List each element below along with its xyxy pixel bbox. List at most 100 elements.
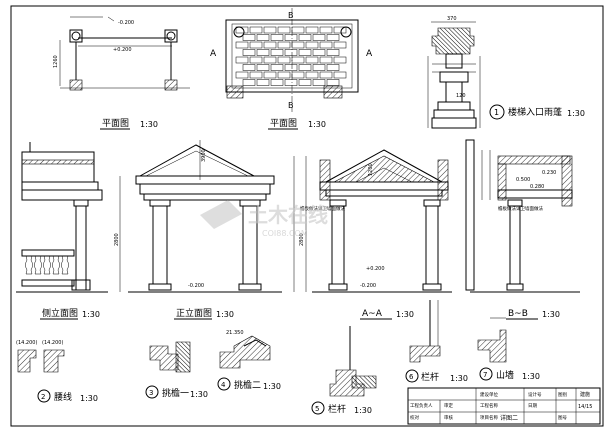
detail-6-title: 栏杆 [421,371,439,383]
section-bb-note: 檐板做法详卫墙面做法 [498,205,543,212]
paving-tile [291,41,305,49]
paving-tile [333,41,347,49]
tb-label-date: 日期 [528,403,537,409]
detail-4-eave-2: 21.350 4 挑檐二 1:30 [217,330,281,391]
paving-tile [263,56,277,64]
paving-tile [333,56,347,64]
plan-level-2: +0.200 [113,47,132,53]
detail-3-scale: 1:30 [190,390,208,399]
baluster [52,255,60,275]
paving-tile [284,49,298,56]
detail-4-title: 挑檐二 [234,379,261,391]
plan-2-scale: 1:30 [308,120,326,129]
plan-2-title: 平面图 [270,118,297,129]
paving-tile [263,26,277,34]
detail-7-scale: 1:30 [522,372,540,381]
front-elevation-dim: 3900 [201,149,207,162]
paving-tile [256,49,270,56]
section-aa-level-1: -0.200 [360,283,376,289]
baluster [34,255,42,275]
paving-tile [242,64,256,71]
detail-2-waistline: (14.200) (14.200) 2 腰线 1:30 [16,340,98,403]
paving-tile [312,79,326,86]
paving-tile [249,56,263,64]
paving-tile [249,26,263,34]
paving-tile [333,71,347,79]
paving-tile [284,34,298,41]
section-b-b: 0.500 0.280 0.230 檐板做法详卫墙面做法 B~B 1:30 [465,139,580,320]
tb-label-check: 校对 [410,414,419,421]
paving-tile [235,26,249,34]
paving-tile [312,34,326,41]
detail-5-number: 5 [315,405,319,413]
tb-drawing-name: 详图二 [500,414,518,422]
front-elevation-scale: 1:30 [216,310,234,319]
detail-6-railing: 6 栏杆 1:30 [405,300,468,383]
detail-4-number: 4 [221,381,226,389]
paving-tile [256,79,270,86]
plan-dim-side: 1260 [53,55,59,68]
detail-5-railing: 5 栏杆 1:30 [311,326,377,415]
front-elevation-level: -0.200 [188,283,204,289]
paving-tile [270,34,284,41]
baluster [43,255,51,275]
section-marker-b-top: B [288,11,294,20]
front-elevation: 2800 3900 -0.200 正立面图 1:30 [114,140,282,320]
paving-tile [270,49,284,56]
paving-tile [242,79,256,86]
detail-1-scale: 1:30 [567,109,585,118]
plan-1-scale: 1:30 [140,120,158,129]
paving-tile [256,64,270,71]
detail-4-scale: 1:30 [263,382,281,391]
detail-2-title: 腰线 [54,391,72,403]
paving-tile [305,41,319,49]
watermark-cn: 土木在线 [248,203,328,227]
paving-tile [242,34,256,41]
paving-tile [270,64,284,71]
baluster [61,255,69,275]
section-a-a: 1200 2800 -0.200 +0.200 檐板做法详卫墙面做法 A~A 1… [293,149,452,320]
paving-tile [235,41,249,49]
paving-tile [291,26,305,34]
section-marker-a-left: A [210,49,217,59]
section-bb-title: B~B [508,309,528,319]
paving-tile [298,49,312,56]
paving-tile [256,34,270,41]
side-elevation: 侧立面图 1:30 [16,142,108,320]
detail-7-gable: 7 山墙 1:30 [477,317,540,381]
section-aa-dim-1: 1200 [368,163,374,176]
paving-tile [284,79,298,86]
section-aa-note: 檐板做法详卫墙面做法 [300,205,345,212]
paving-tile [305,26,319,34]
tb-sheet-no: 14/15 [578,404,592,410]
detail-1-dim-b: 120 [456,93,466,99]
detail-1-dim-a: 370 [447,16,457,22]
paving-tile [319,26,333,34]
front-elevation-height: 2800 [114,233,120,246]
plan-view-1: 1260 -0.200 +0.200 平面图 1:30 [53,16,190,130]
tb-label-lead: 工程负责人 [410,402,433,409]
detail-6-scale: 1:30 [450,374,468,383]
detail-6-number: 6 [409,373,414,381]
paving-tile [249,71,263,79]
side-elevation-title: 侧立面图 [42,307,78,319]
detail-5-scale: 1:30 [354,406,372,415]
detail-1-column: 370 120 1 楼梯入口雨蓬 1:30 [427,16,585,129]
detail-5-title: 栏杆 [328,403,346,415]
tb-label-review: 审核 [444,414,453,421]
baluster [25,255,33,275]
plan-level-1: -0.200 [118,20,134,26]
section-aa-scale: 1:30 [396,310,414,319]
paving-tile [326,79,340,86]
title-block: 建设单位 工程名称 项目名称 工程负责人 审定 审核 校对 图别 图号 设计号 … [407,387,601,425]
paving-tile [305,71,319,79]
paving-tile [235,56,249,64]
paving-tile [277,41,291,49]
section-bb-dim-2: 0.280 [530,184,544,190]
tb-discipline: 建施 [580,391,590,398]
paving-tile [319,71,333,79]
watermark: 土木在线 COI88.COM [200,200,328,238]
paving-tile [305,56,319,64]
paving-tile [312,64,326,71]
